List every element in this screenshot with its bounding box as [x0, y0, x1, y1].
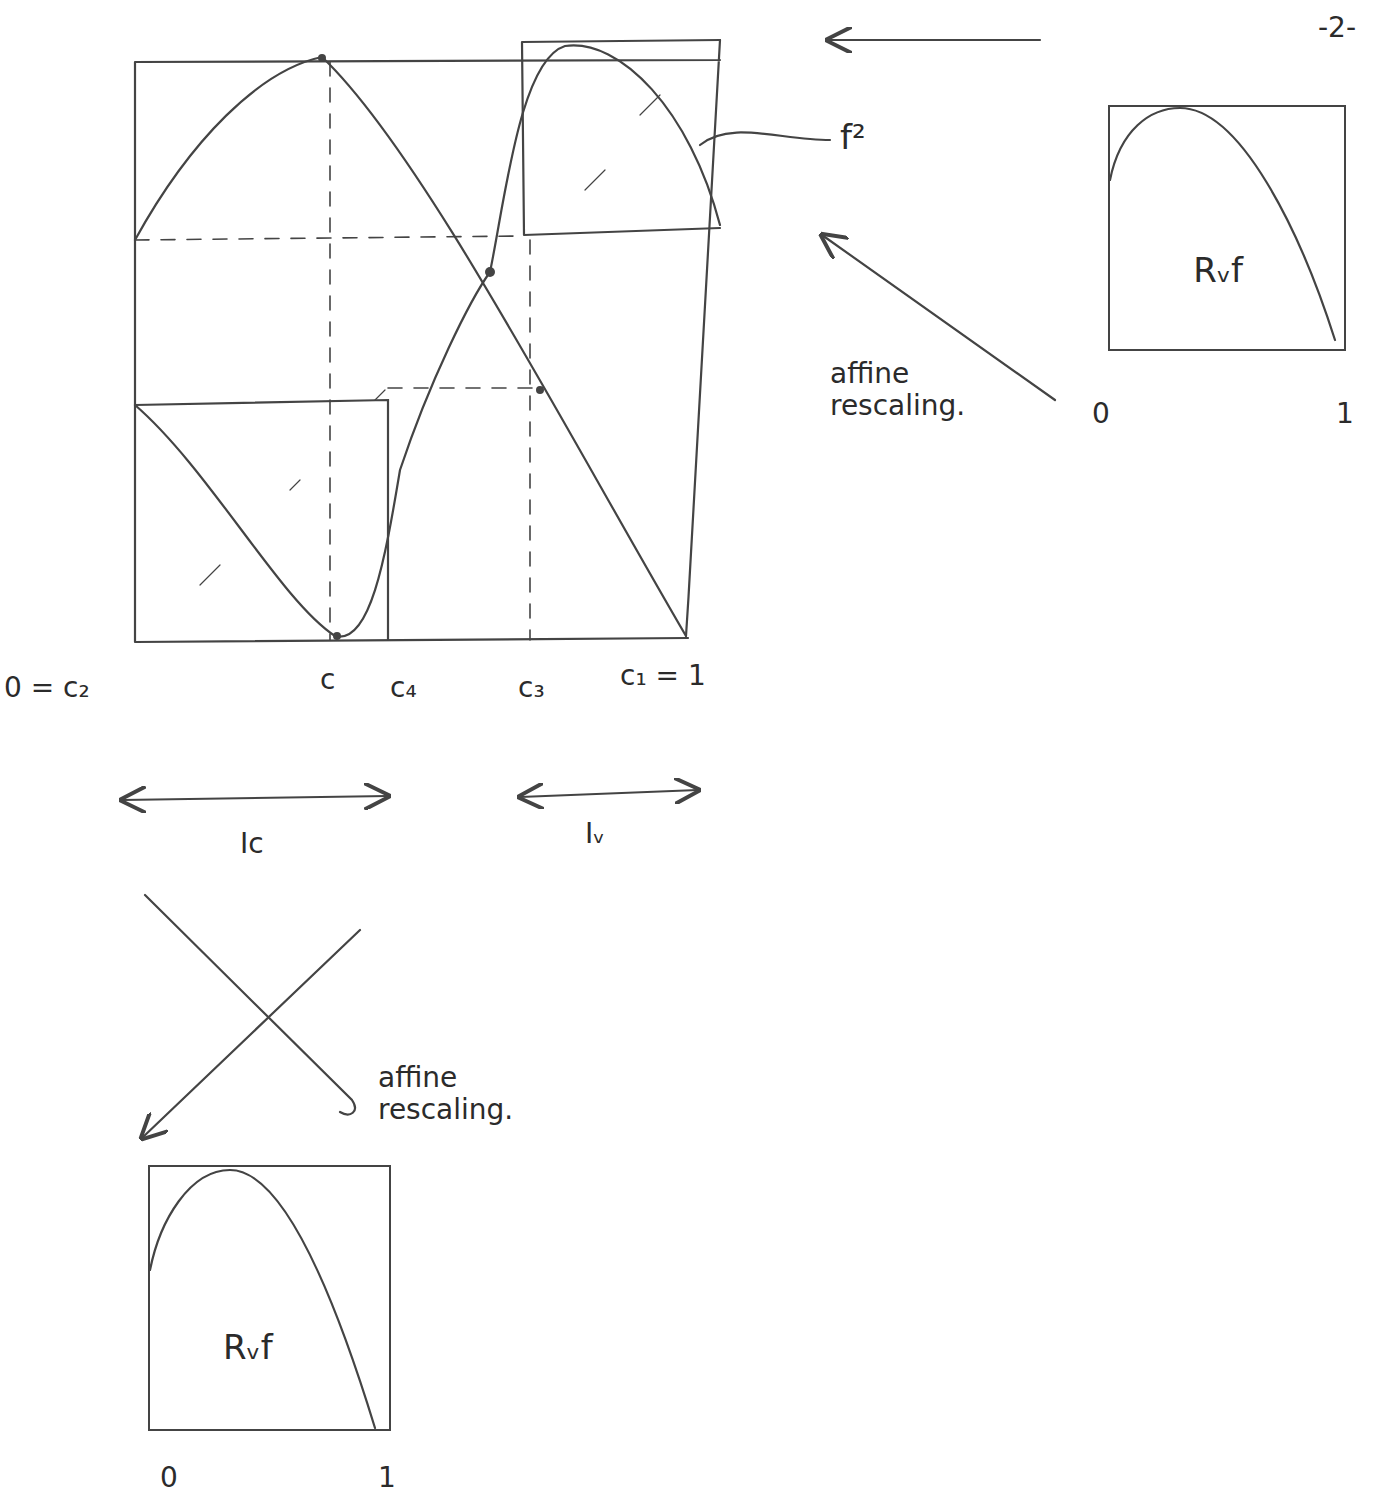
rescaled-map	[150, 1170, 375, 1428]
map-name: Rᵥf	[1193, 250, 1243, 290]
interval-arrow	[520, 790, 698, 797]
axis-value: c₄	[390, 672, 417, 704]
rescale-arrow	[828, 39, 1040, 41]
renormalization-window	[522, 40, 720, 235]
map-box: Rᵥf	[148, 1165, 391, 1431]
axis-value: 0	[160, 1462, 178, 1494]
f-graph	[135, 57, 686, 636]
graph-frame	[135, 40, 720, 642]
rescale-arrow	[142, 930, 360, 1138]
rescale-arrow	[145, 895, 355, 1114]
point	[536, 386, 544, 394]
interval-name: Iᵥ	[585, 818, 605, 850]
point	[318, 54, 326, 62]
hatch-mark	[200, 95, 660, 585]
note: affine rescaling.	[830, 358, 1000, 422]
note: affine rescaling.	[378, 1062, 548, 1126]
axis-value: 0	[1092, 398, 1110, 430]
leader-line	[700, 132, 830, 145]
axis-value: 0 = c₂	[4, 672, 90, 704]
interval-name: Ic	[240, 828, 264, 860]
map-name: Rᵥf	[223, 1327, 273, 1367]
map-box: Rᵥf	[1108, 105, 1346, 351]
axis-value: c₃	[518, 672, 545, 704]
axis-value: c₁ = 1	[620, 660, 706, 692]
axis-value: 1	[1336, 398, 1354, 430]
axis-value: c	[320, 664, 335, 696]
point	[333, 632, 341, 640]
point	[485, 267, 495, 277]
page-number: -2-	[1318, 12, 1356, 44]
curve-label: f²	[840, 118, 866, 157]
rescaled-map	[1110, 108, 1335, 340]
renormalization-window	[135, 400, 388, 640]
guide-line	[135, 62, 540, 640]
axis-value: 1	[378, 1462, 396, 1494]
interval-arrow	[122, 796, 388, 800]
f2-graph	[135, 45, 720, 636]
